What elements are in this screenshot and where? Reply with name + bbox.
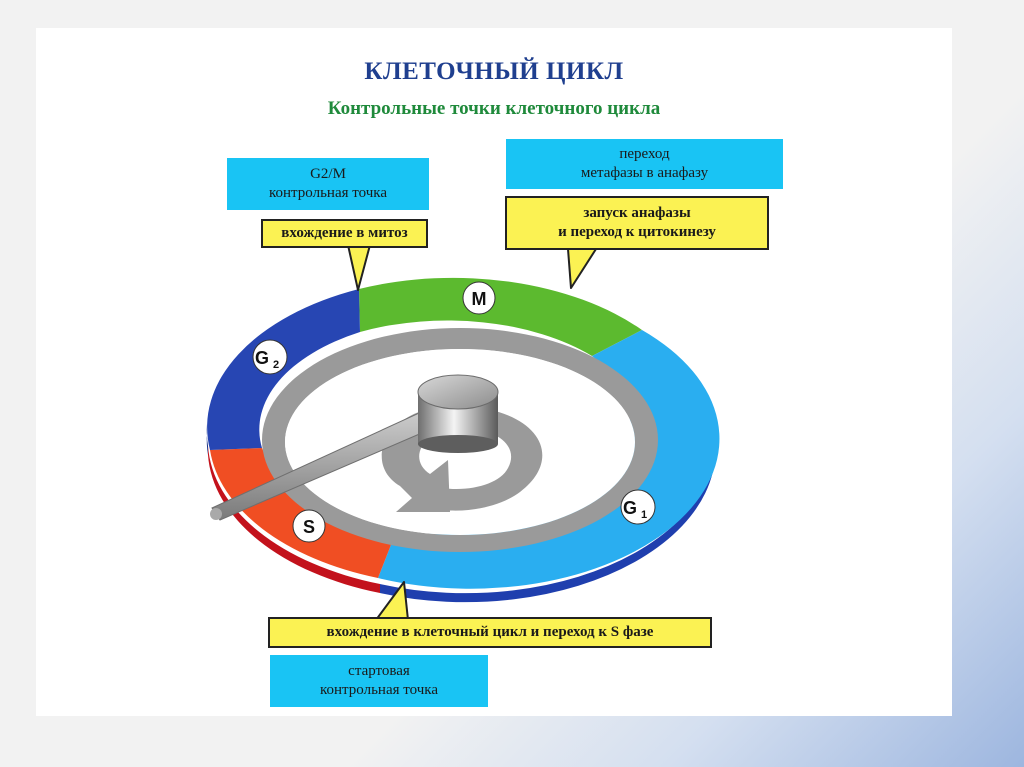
pointer-metaphase [567,248,597,289]
metaphase-callout-line1: запуск анафазы [583,205,691,221]
badge-g1: G 1 [620,489,656,525]
metaphase-callout: запуск анафазы и переход к цитокинезу [505,196,769,250]
g2m-checkpoint-line2: контрольная точка [269,185,387,201]
g2m-callout: вхождение в митоз [261,219,428,248]
phase-g2-letter: G [255,348,269,368]
start-callout: вхождение в клеточный цикл и переход к S… [268,617,712,648]
metaphase-line2: метафазы в анафазу [580,165,709,181]
badge-m: M [462,281,496,315]
ring-side-g2 [206,424,208,455]
segment-g2 [207,289,360,450]
badge-s: S [292,509,326,543]
start-checkpoint-box: стартовая контрольная точка [270,655,488,707]
phase-g2-subscript: 2 [273,359,279,371]
phase-s-label: S [303,517,315,537]
pointer-g2m [347,244,371,291]
start-checkpoint-line1: стартовая [348,663,410,679]
start-callout-text: вхождение в клеточный цикл и переход к S… [326,624,654,640]
badge-g2: G 2 [252,339,288,375]
ring-side [206,402,716,603]
phase-g1-letter: G [623,498,637,518]
phase-g1-subscript: 1 [641,509,647,521]
metaphase-line1: переход [619,146,670,162]
page-title: КЛЕТОЧНЫЙ ЦИКЛ [364,58,624,85]
page-subtitle: Контрольные точки клеточного цикла [327,98,661,119]
segment-m [359,277,642,356]
g2m-checkpoint-line1: G2/M [310,166,346,182]
ring-side-s [208,446,380,593]
g2m-callout-text: вхождение в митоз [281,225,408,241]
start-checkpoint-line2: контрольная точка [320,682,438,698]
metaphase-callout-line2: и переход к цитокинезу [558,224,716,240]
g2m-checkpoint-box: G2/M контрольная точка [227,158,429,210]
phase-m-label: M [472,289,487,309]
hub-cylinder [417,374,499,453]
metaphase-checkpoint-box: переход метафазы в анафазу [506,139,783,189]
